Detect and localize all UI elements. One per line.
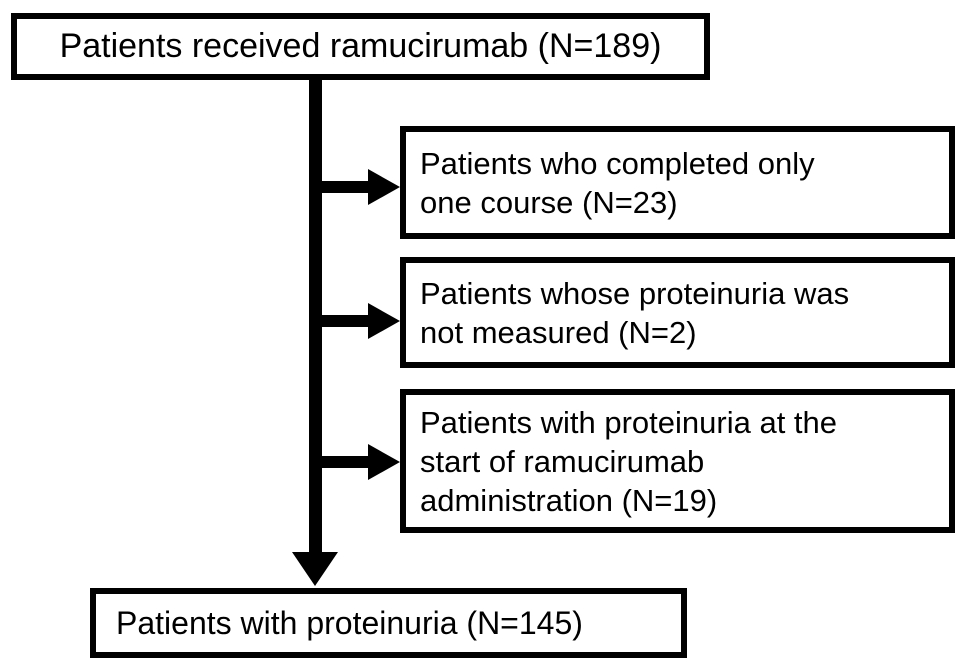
exclusion-3-line-1: Patients with proteinuria at the bbox=[420, 404, 838, 440]
exclusion-3-line-2: start of ramucirumab bbox=[420, 443, 705, 479]
flow-box-exclusion-one-course: Patients who completed only one course (… bbox=[400, 126, 955, 239]
flow-box-result: Patients with proteinuria (N=145) bbox=[90, 588, 687, 658]
flow-box-source-label: Patients received ramucirumab (N=189) bbox=[59, 27, 662, 65]
flow-box-result-label: Patients with proteinuria (N=145) bbox=[116, 604, 583, 641]
exclusion-1-line-2: one course (N=23) bbox=[420, 184, 678, 220]
flow-box-source: Patients received ramucirumab (N=189) bbox=[11, 13, 710, 80]
branch-line-3 bbox=[315, 456, 370, 468]
arrow-right-icon-3 bbox=[368, 444, 400, 480]
arrow-right-icon-1 bbox=[368, 169, 400, 205]
arrow-down-icon bbox=[292, 552, 338, 586]
arrow-right-icon-2 bbox=[368, 303, 400, 339]
exclusion-1-line-1: Patients who completed only bbox=[420, 145, 815, 181]
branch-line-1 bbox=[315, 181, 370, 193]
exclusion-2-line-2: not measured (N=2) bbox=[420, 314, 697, 350]
exclusion-2-line-1: Patients whose proteinuria was bbox=[420, 275, 850, 311]
branch-line-2 bbox=[315, 315, 370, 327]
flow-box-exclusion-not-measured: Patients whose proteinuria was not measu… bbox=[400, 257, 955, 368]
flow-box-exclusion-baseline-proteinuria: Patients with proteinuria at the start o… bbox=[400, 389, 955, 533]
exclusion-3-line-3: administration (N=19) bbox=[420, 482, 718, 518]
